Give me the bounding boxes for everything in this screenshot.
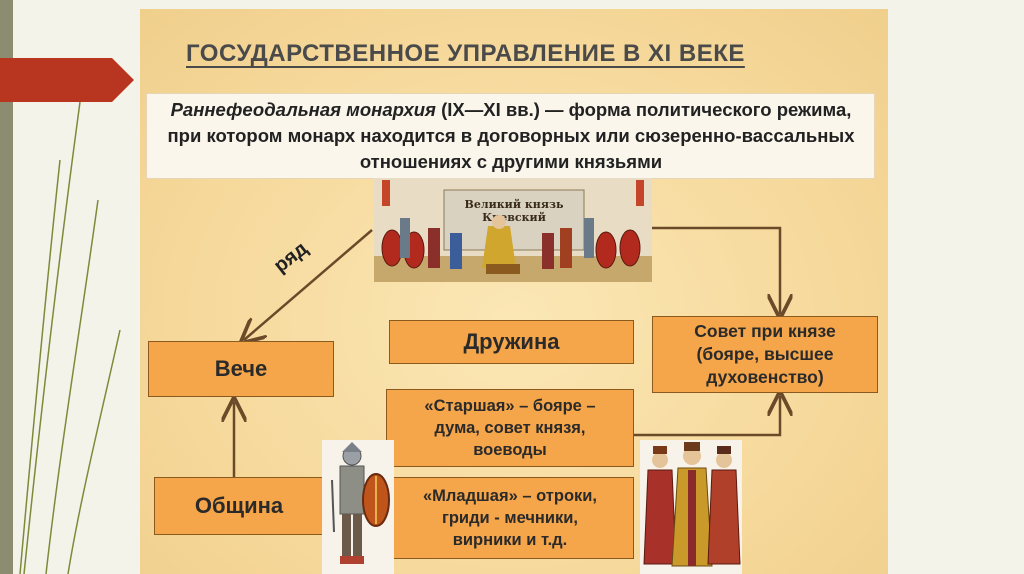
sovet-line2: (бояре, высшее [694,343,835,366]
mladshaya-line3: вирники и т.д. [423,529,597,551]
starshaya-line1: «Старшая» – бояре – [424,395,595,417]
sovet-line1: Совет при князе [694,320,835,343]
obshchina-box: Община [154,477,324,535]
veche-box: Вече [148,341,334,397]
starshaya-box: «Старшая» – бояре – дума, совет князя, в… [386,389,634,467]
arrow-prince-to-veche [244,230,372,340]
warrior-illustration [322,440,394,574]
arrow-starshaya-to-sovet [634,396,780,435]
sovet-line3: духовенство) [694,366,835,389]
sovet-box: Совет при князе (бояре, высшее духовенст… [652,316,878,393]
druzhina-box: Дружина [389,320,634,364]
starshaya-line3: воеводы [424,439,595,461]
boyars-illustration [640,440,742,574]
mladshaya-line1: «Младшая» – отроки, [423,485,597,507]
starshaya-line2: дума, совет князя, [424,417,595,439]
mladshaya-box: «Младшая» – отроки, гриди - мечники, вир… [386,477,634,559]
mladshaya-line2: гриди - мечники, [423,507,597,529]
arrow-prince-to-sovet [652,228,780,314]
